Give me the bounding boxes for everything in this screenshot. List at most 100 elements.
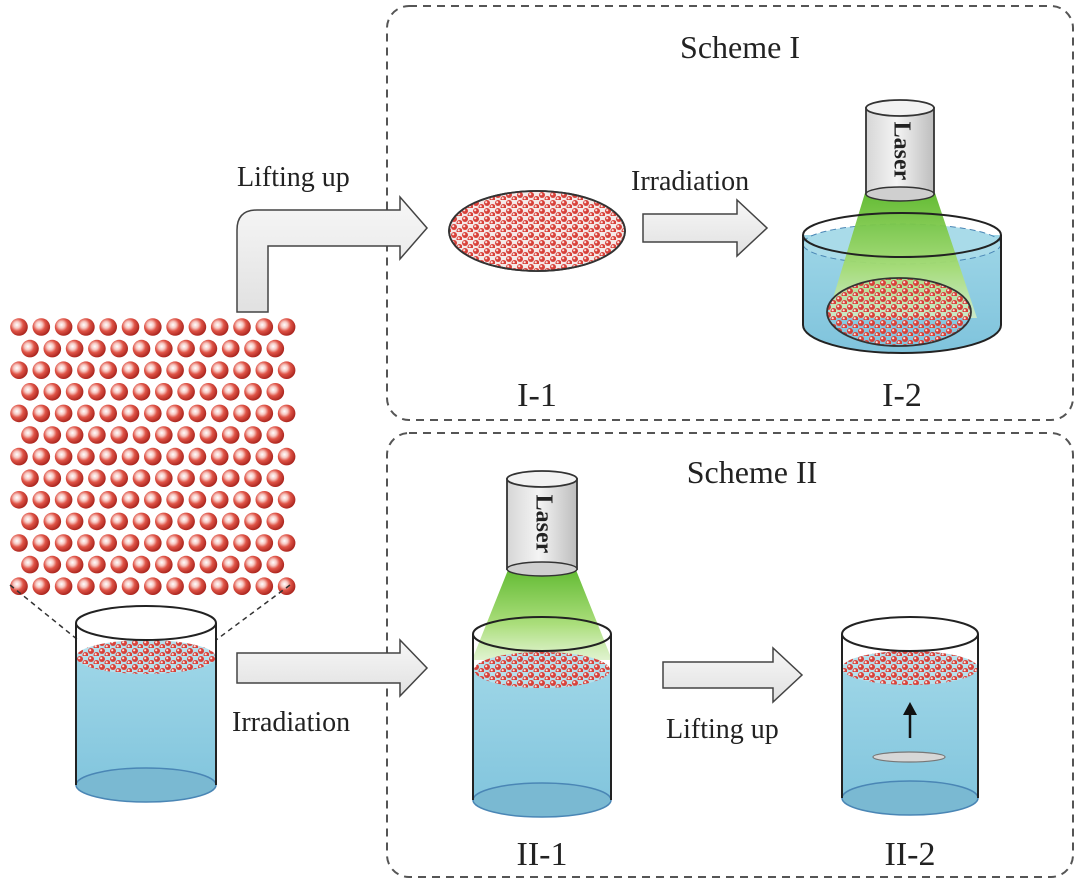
particle (244, 469, 262, 488)
particle (221, 426, 240, 444)
particle (255, 404, 274, 423)
particle (177, 469, 195, 488)
particle (144, 577, 162, 595)
particle (166, 534, 184, 552)
particle (199, 512, 218, 531)
particle (221, 512, 240, 531)
particle (210, 361, 229, 380)
particle (54, 404, 73, 423)
particle (10, 534, 28, 552)
particle (99, 361, 117, 380)
zoom-line-left (9, 584, 79, 641)
particle (188, 361, 207, 380)
particle (21, 512, 39, 531)
initial-beaker (75, 605, 217, 803)
particle (121, 491, 140, 509)
particle (199, 426, 218, 444)
particle (277, 534, 296, 552)
particle (110, 512, 128, 531)
particle (233, 577, 251, 595)
lift-label-scheme1: Lifting up (237, 162, 350, 193)
particle (54, 361, 73, 380)
particle (32, 577, 51, 595)
particle (32, 534, 51, 552)
particle (266, 512, 285, 531)
particle (144, 318, 162, 336)
laser-beam-ii1 (472, 570, 612, 660)
particle (77, 447, 95, 466)
particle (32, 404, 51, 423)
particle (244, 339, 262, 358)
particle (188, 318, 207, 336)
particle (65, 512, 84, 531)
particle (199, 339, 218, 358)
particle (144, 404, 162, 423)
particle (21, 555, 39, 574)
particle (255, 447, 274, 466)
particle (221, 383, 240, 401)
particle (21, 469, 39, 488)
beaker-ii2 (841, 616, 979, 816)
particle (77, 404, 95, 423)
particle (43, 469, 62, 488)
particle (199, 469, 218, 488)
scheme-1-panel (386, 5, 1074, 421)
particle (121, 447, 140, 466)
particle (277, 361, 296, 380)
particle (255, 491, 274, 509)
particle (210, 447, 229, 466)
particle (266, 555, 285, 574)
particle (199, 383, 218, 401)
particle (10, 361, 28, 380)
particle (277, 491, 296, 509)
particle (54, 534, 73, 552)
particle (177, 339, 195, 358)
particle (166, 491, 184, 509)
scheme-2-panel (386, 432, 1074, 878)
particle (43, 555, 62, 574)
particle (43, 383, 62, 401)
irradiation-label-scheme2: Irradiation (232, 707, 350, 738)
irradiation-arrow-to-scheme2 (236, 638, 429, 698)
label-i2: I-2 (882, 377, 922, 414)
particle (266, 383, 285, 401)
particle (277, 404, 296, 423)
particle (155, 339, 173, 358)
particle (255, 318, 274, 336)
particle (188, 534, 207, 552)
particle (65, 383, 84, 401)
particle (155, 512, 173, 531)
particle (210, 318, 229, 336)
particle (177, 383, 195, 401)
lift-arrow-to-scheme1 (236, 194, 428, 313)
particle (221, 469, 240, 488)
particle (188, 404, 207, 423)
particle (43, 339, 62, 358)
particle (65, 469, 84, 488)
particle (43, 426, 62, 444)
substrate (872, 751, 946, 763)
particle (266, 426, 285, 444)
label-i1: I-1 (517, 377, 557, 414)
particle (233, 534, 251, 552)
particle (221, 555, 240, 574)
particle (188, 577, 207, 595)
particle (99, 577, 117, 595)
particle (65, 426, 84, 444)
particle (210, 404, 229, 423)
particle (21, 426, 39, 444)
particle (277, 447, 296, 466)
particle (177, 555, 195, 574)
particle (99, 404, 117, 423)
particle (144, 447, 162, 466)
particle (10, 491, 28, 509)
particle (199, 555, 218, 574)
scheme-2-title: Scheme II (687, 454, 818, 490)
label-ii2: II-2 (885, 836, 936, 873)
particle (121, 318, 140, 336)
particle (88, 512, 106, 531)
particle (155, 383, 173, 401)
particle (244, 426, 262, 444)
particle (166, 577, 184, 595)
